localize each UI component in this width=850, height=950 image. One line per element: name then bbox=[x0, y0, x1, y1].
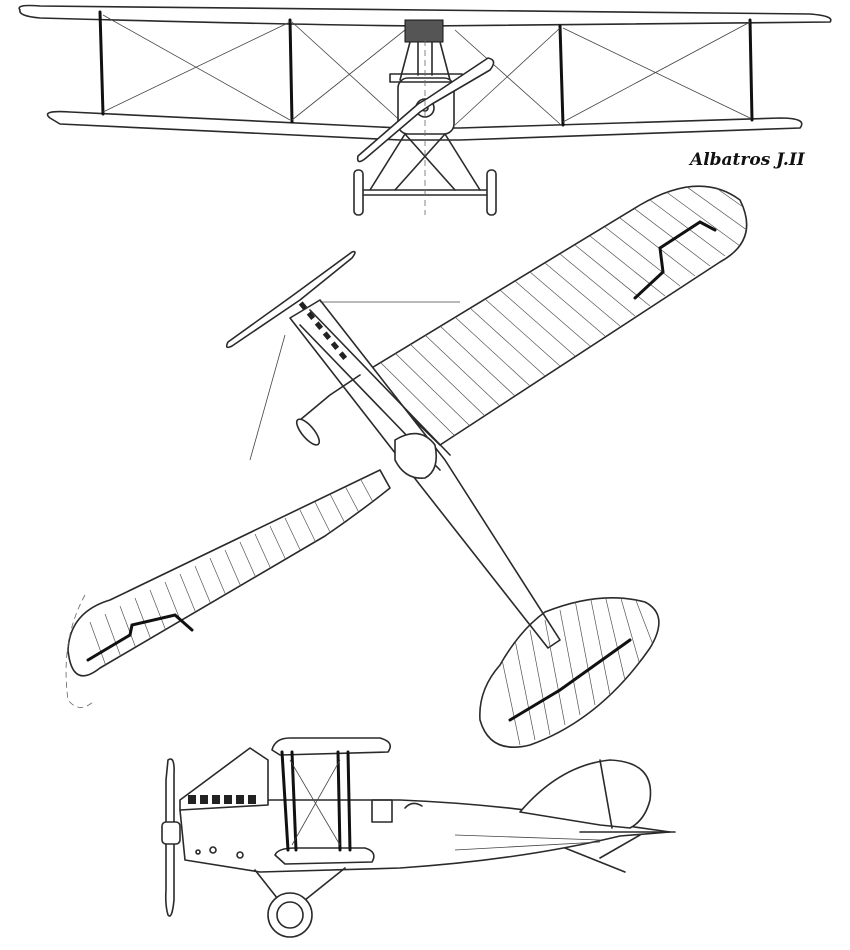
plan-view bbox=[65, 185, 748, 749]
side-interplane-struts bbox=[280, 750, 352, 852]
plan-propeller bbox=[225, 250, 356, 349]
plan-tailplane-ribs bbox=[499, 597, 656, 746]
side-tail-skid bbox=[564, 834, 641, 873]
front-wheel-left bbox=[353, 169, 364, 216]
front-wheel-right bbox=[486, 169, 497, 216]
plan-upper-wing bbox=[364, 185, 748, 446]
plan-lower-wing-ribs bbox=[89, 477, 381, 676]
plan-upper-wing-ribs bbox=[379, 186, 747, 437]
front-upper-wing bbox=[18, 4, 832, 27]
front-radiator bbox=[404, 19, 444, 43]
front-lower-wing bbox=[46, 110, 803, 141]
plan-elevator-hinge bbox=[508, 638, 632, 722]
front-bracing-wires bbox=[102, 14, 751, 126]
side-wheel bbox=[267, 892, 313, 938]
side-engine-cowling bbox=[179, 747, 269, 811]
plan-undercarriage bbox=[299, 374, 361, 421]
front-undercarriage bbox=[359, 133, 493, 196]
plan-lower-wing bbox=[67, 469, 391, 677]
front-propeller bbox=[356, 57, 495, 163]
plan-aileron-upper bbox=[633, 220, 717, 300]
front-interplane-struts bbox=[98, 10, 754, 127]
plan-aileron-lower bbox=[86, 613, 194, 662]
side-engine-cylinders bbox=[188, 795, 256, 804]
side-upper-wing bbox=[271, 737, 391, 756]
plan-cockpit bbox=[394, 432, 438, 479]
plan-engine-cylinders bbox=[298, 301, 348, 360]
side-spinner bbox=[161, 821, 181, 845]
side-fin-rudder bbox=[519, 759, 652, 829]
front-view bbox=[18, 4, 832, 216]
side-cockpit bbox=[404, 802, 423, 809]
plan-tailplane bbox=[479, 596, 660, 749]
side-lower-wing bbox=[274, 847, 375, 865]
side-view bbox=[161, 737, 676, 938]
plan-wheel bbox=[295, 418, 321, 446]
drawing-title: Albatros J.II bbox=[690, 150, 805, 170]
